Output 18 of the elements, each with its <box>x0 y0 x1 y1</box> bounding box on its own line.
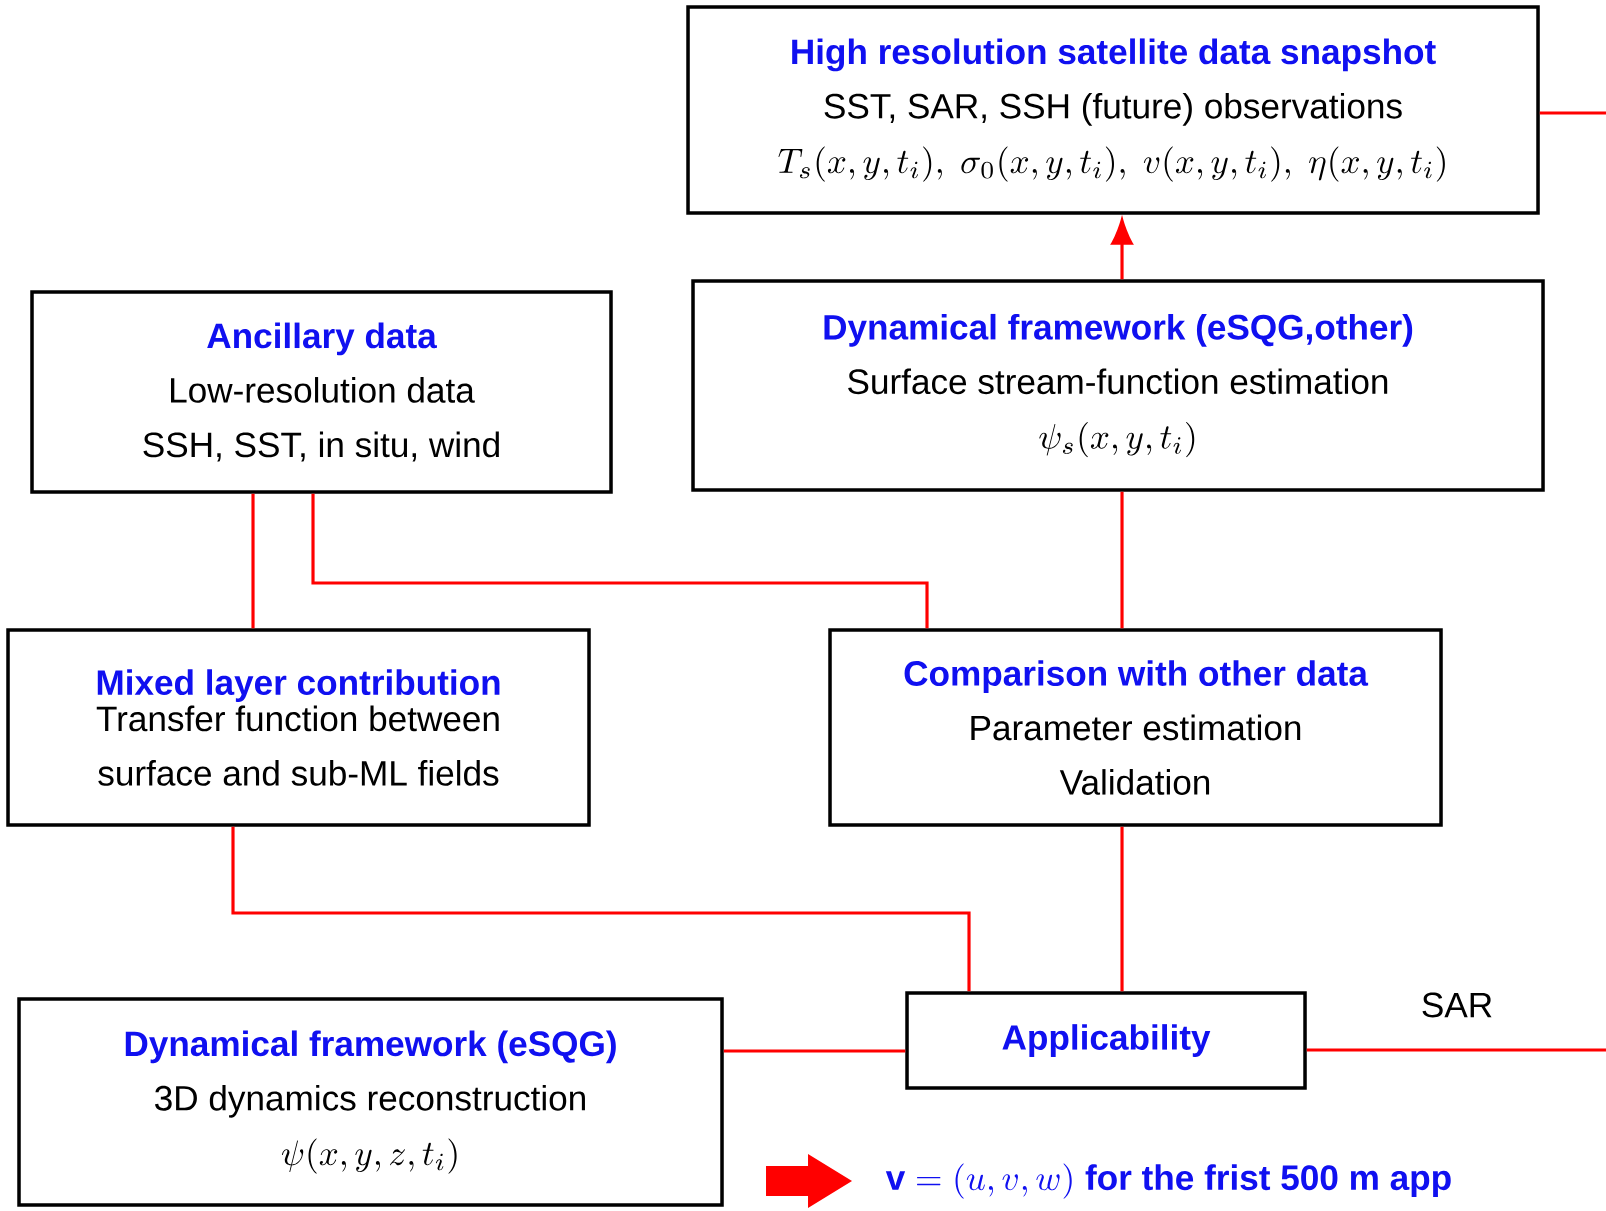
connector-line <box>723 1049 906 1053</box>
process-box: Comparison with other data Parameter estimation Validation <box>828 628 1443 827</box>
process-box: Dynamical framework (eSQG,other) Surface stream-function estimation $\psi_s(x,y,t_i)$ <box>691 279 1545 492</box>
connector-line <box>1539 111 1606 115</box>
connector-line <box>231 826 971 992</box>
process-box: Mixed layer contribution Transfer function between surface and sub-ML fields <box>6 628 591 827</box>
note-text: for the frist 500 m app <box>1085 1164 1451 1198</box>
process-box: Applicability <box>905 991 1307 1090</box>
connector-line <box>311 493 929 629</box>
process-box: Ancillary data Low-resolution data SSH, SST, in situ, wind <box>30 290 613 494</box>
connector-line <box>1120 491 1124 629</box>
connector-line <box>1306 1048 1606 1052</box>
connector-line <box>1120 826 1124 992</box>
process-box: Dynamical framework (eSQG) 3D dynamics reconstruction $\psi(x,y,z,t_i)$ <box>17 997 724 1207</box>
process-box: High resolution satellite data snapshot SST, SAR, SSH (future) observations $T_s(x,y,t_i),\ \sigma_0(x,y,t_i),\ v(x,y,t_i),\ \eta(x,y,t_i)$ <box>686 5 1540 215</box>
connector-line <box>251 493 255 629</box>
formula: $\mathbf{v}=(u,v,w)$ <box>885 1163 1072 1199</box>
edge-label: SAR <box>1417 989 1497 1021</box>
